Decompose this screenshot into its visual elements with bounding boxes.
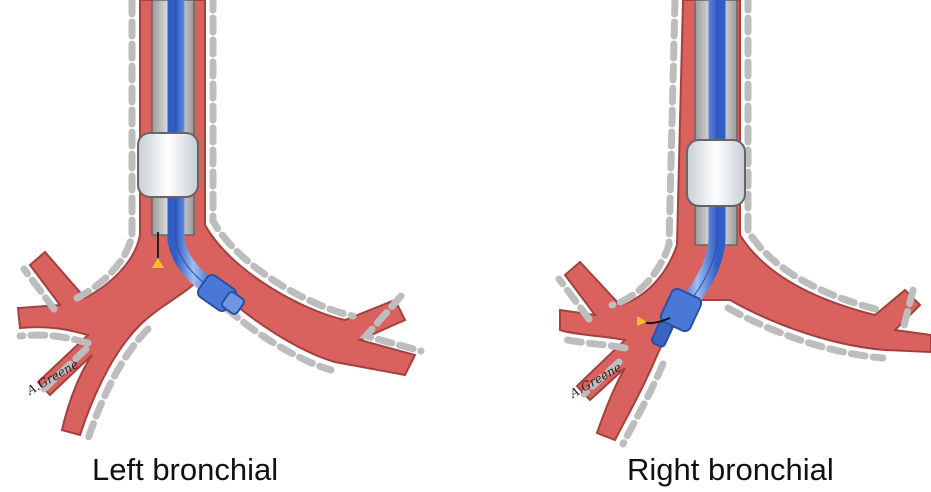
airway-tree-icon (559, 0, 931, 444)
panel-right-bronchial: A.Greene Right bronchial (465, 0, 931, 492)
right-bronchial-illustration: A.Greene (465, 0, 931, 450)
left-bronchial-illustration: A.Greene (0, 0, 465, 450)
caption-left-bronchial: Left bronchial (92, 452, 272, 488)
tracheal-cuff-icon (687, 140, 745, 206)
airway-tree-icon (18, 0, 421, 439)
caption-right-bronchial: Right bronchial (627, 452, 827, 488)
tracheal-cuff-icon (138, 133, 198, 197)
panel-left-bronchial: A.Greene Left bronchial (0, 0, 465, 492)
